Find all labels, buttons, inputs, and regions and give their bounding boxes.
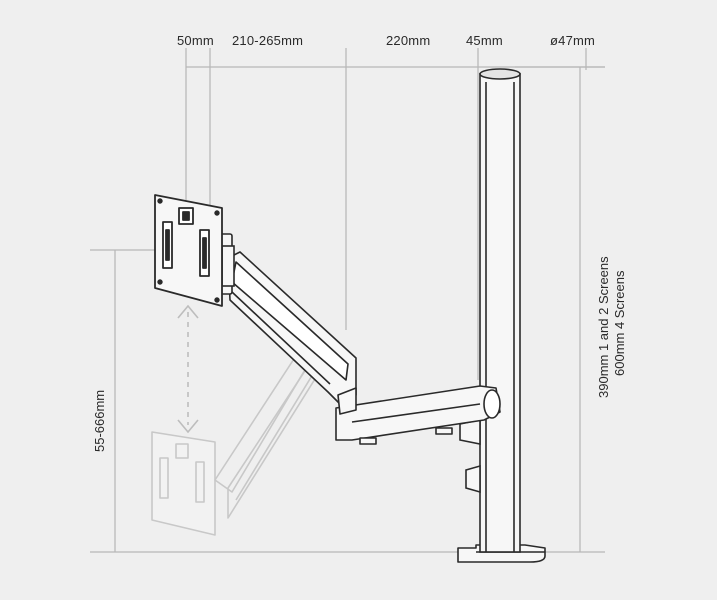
dim-45mm: 45mm (466, 33, 503, 48)
dim-pole-diameter: ø47mm (550, 33, 596, 48)
height-travel-arrow (177, 304, 199, 434)
lower-arm (335, 385, 501, 445)
pole-collar (459, 419, 481, 494)
dim-pole-height-line1: 390mm 1 and 2 Screens (596, 256, 611, 398)
dim-height-range: 55-666mm (92, 389, 107, 452)
dimension-guides (90, 48, 605, 553)
dim-50mm: 50mm (177, 33, 214, 48)
pole (479, 68, 521, 553)
dim-pole-height-line2: 600mm 4 Screens (612, 270, 627, 377)
dim-210-265mm: 210-265mm (232, 33, 304, 48)
vesa-plate (154, 194, 223, 307)
dim-220mm: 220mm (386, 33, 431, 48)
ghost-arm-lowered (151, 341, 331, 536)
